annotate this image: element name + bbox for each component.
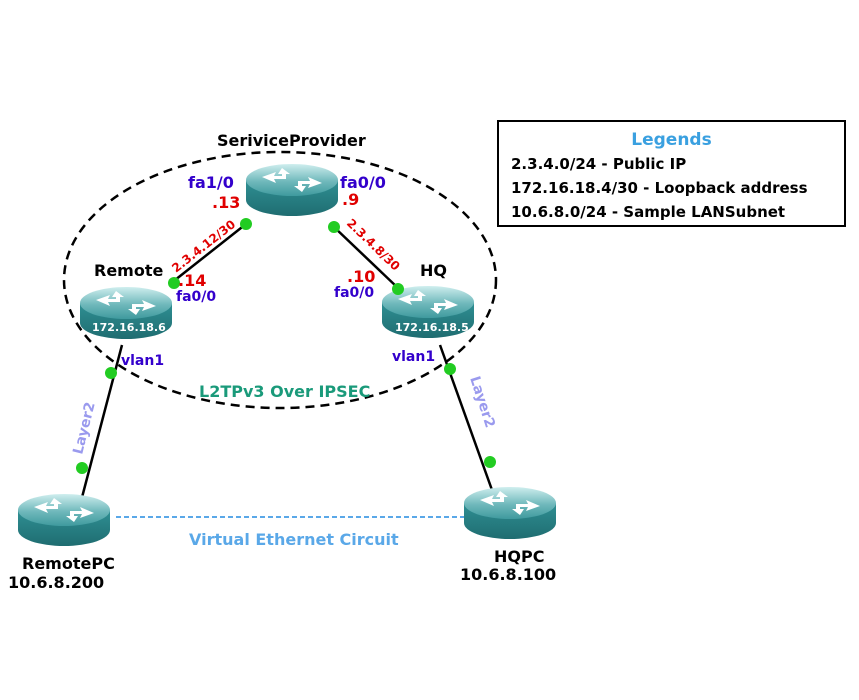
- sp-left-host-label: .13: [212, 193, 240, 212]
- sp-fa00-label: fa0/0: [340, 173, 386, 192]
- link-dot-sp-fa00: [328, 221, 340, 233]
- hqpc-name: HQPC: [494, 547, 544, 566]
- router-remotepc[interactable]: [18, 494, 110, 546]
- legend-item-loopback: 172.16.18.4/30 - Loopback address: [511, 179, 808, 197]
- remote-host-label: .14: [178, 271, 206, 290]
- virtual-circuit-label: Virtual Ethernet Circuit: [189, 530, 399, 549]
- link-sp-hq: [333, 226, 399, 289]
- left-subnet-label: 2.3.4.12/30: [169, 217, 238, 275]
- router-serviceprovider[interactable]: [246, 164, 338, 216]
- tunnel-boundary: [62, 150, 498, 410]
- remote-vlan1-label: vlan1: [121, 353, 164, 369]
- remote-fa00-label: fa0/0: [176, 289, 216, 305]
- hqpc-ip: 10.6.8.100: [460, 565, 556, 584]
- legend-item-public-ip: 2.3.4.0/24 - Public IP: [511, 155, 687, 173]
- link-dot-remote-fa00: [168, 277, 180, 289]
- link-dot-hq-fa00: [392, 283, 404, 295]
- router-hqpc[interactable]: [464, 487, 556, 539]
- right-layer2-label: Layer2: [466, 374, 498, 430]
- hq-host-label: .10: [347, 267, 375, 286]
- hq-vlan1-label: vlan1: [392, 349, 435, 365]
- sp-right-host-label: .9: [342, 190, 359, 209]
- remotepc-name: RemotePC: [22, 554, 115, 573]
- remote-loopback-label: 172.16.18.6: [92, 321, 166, 334]
- remotepc-ip: 10.6.8.200: [8, 573, 104, 592]
- remote-name: Remote: [94, 261, 163, 280]
- link-dot-remote-vlan1: [105, 367, 117, 379]
- hq-fa00-label: fa0/0: [334, 285, 374, 301]
- serviceprovider-name: SeriviceProvider: [217, 131, 366, 150]
- sp-fa10-label: fa1/0: [188, 173, 234, 192]
- hq-name: HQ: [420, 261, 447, 280]
- hq-loopback-label: 172.16.18.5: [395, 321, 469, 334]
- link-dot-hqpc: [484, 456, 496, 468]
- link-dot-remotepc: [76, 462, 88, 474]
- legend-title: Legends: [631, 130, 712, 150]
- legend-item-lan-subnet: 10.6.8.0/24 - Sample LANSubnet: [511, 203, 786, 221]
- tunnel-label: L2TPv3 Over IPSEC: [199, 382, 370, 401]
- link-dot-sp-fa10: [240, 218, 252, 230]
- link-dot-hq-vlan1: [444, 363, 456, 375]
- link-sp-remote: [169, 223, 247, 285]
- legend-box: Legends 2.3.4.0/24 - Public IP 172.16.18…: [497, 120, 846, 227]
